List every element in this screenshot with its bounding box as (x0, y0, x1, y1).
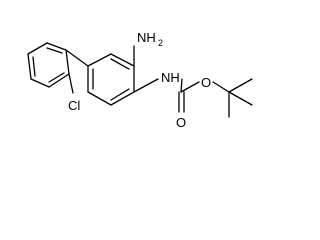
double-bond-inner (48, 72, 65, 83)
structure-canvas: NH 2 NH O O Cl (27, 30, 253, 130)
double-bond-inner (110, 58, 130, 70)
bond (30, 78, 50, 88)
atom-label-o-ester: O (201, 75, 211, 90)
bond (110, 53, 135, 67)
atom-label-nh2: NH (137, 30, 156, 45)
atom-label-cl: Cl (68, 98, 80, 113)
chlorophenyl-ring (27, 42, 70, 88)
atom-label-nh2-subscript: 2 (158, 38, 163, 48)
atom-label-o-carbonyl: O (176, 115, 186, 130)
structure-drawing: NH 2 NH O O Cl (27, 30, 253, 130)
double-bond-inner (110, 88, 130, 101)
bond-c-o-ester (180, 81, 200, 93)
bond (110, 91, 135, 106)
bond (27, 42, 48, 55)
bond (46, 42, 67, 51)
double-bond-inner (32, 56, 36, 77)
bond-methyl (228, 78, 253, 93)
aminophenyl-ring (87, 53, 135, 106)
bond-c-cl (68, 73, 74, 94)
double-bond-inner (46, 47, 63, 54)
biaryl-bond (65, 49, 89, 67)
bond (87, 53, 112, 67)
bond (87, 91, 112, 106)
bond-o-cq (212, 81, 230, 93)
bond-methyl (228, 91, 253, 106)
bond (48, 73, 70, 88)
bond-c-nh (133, 78, 159, 93)
bond-nh-carbonyl (180, 78, 183, 93)
bond (65, 49, 70, 75)
atom-label-nh: NH (161, 70, 180, 85)
bond (27, 53, 32, 80)
